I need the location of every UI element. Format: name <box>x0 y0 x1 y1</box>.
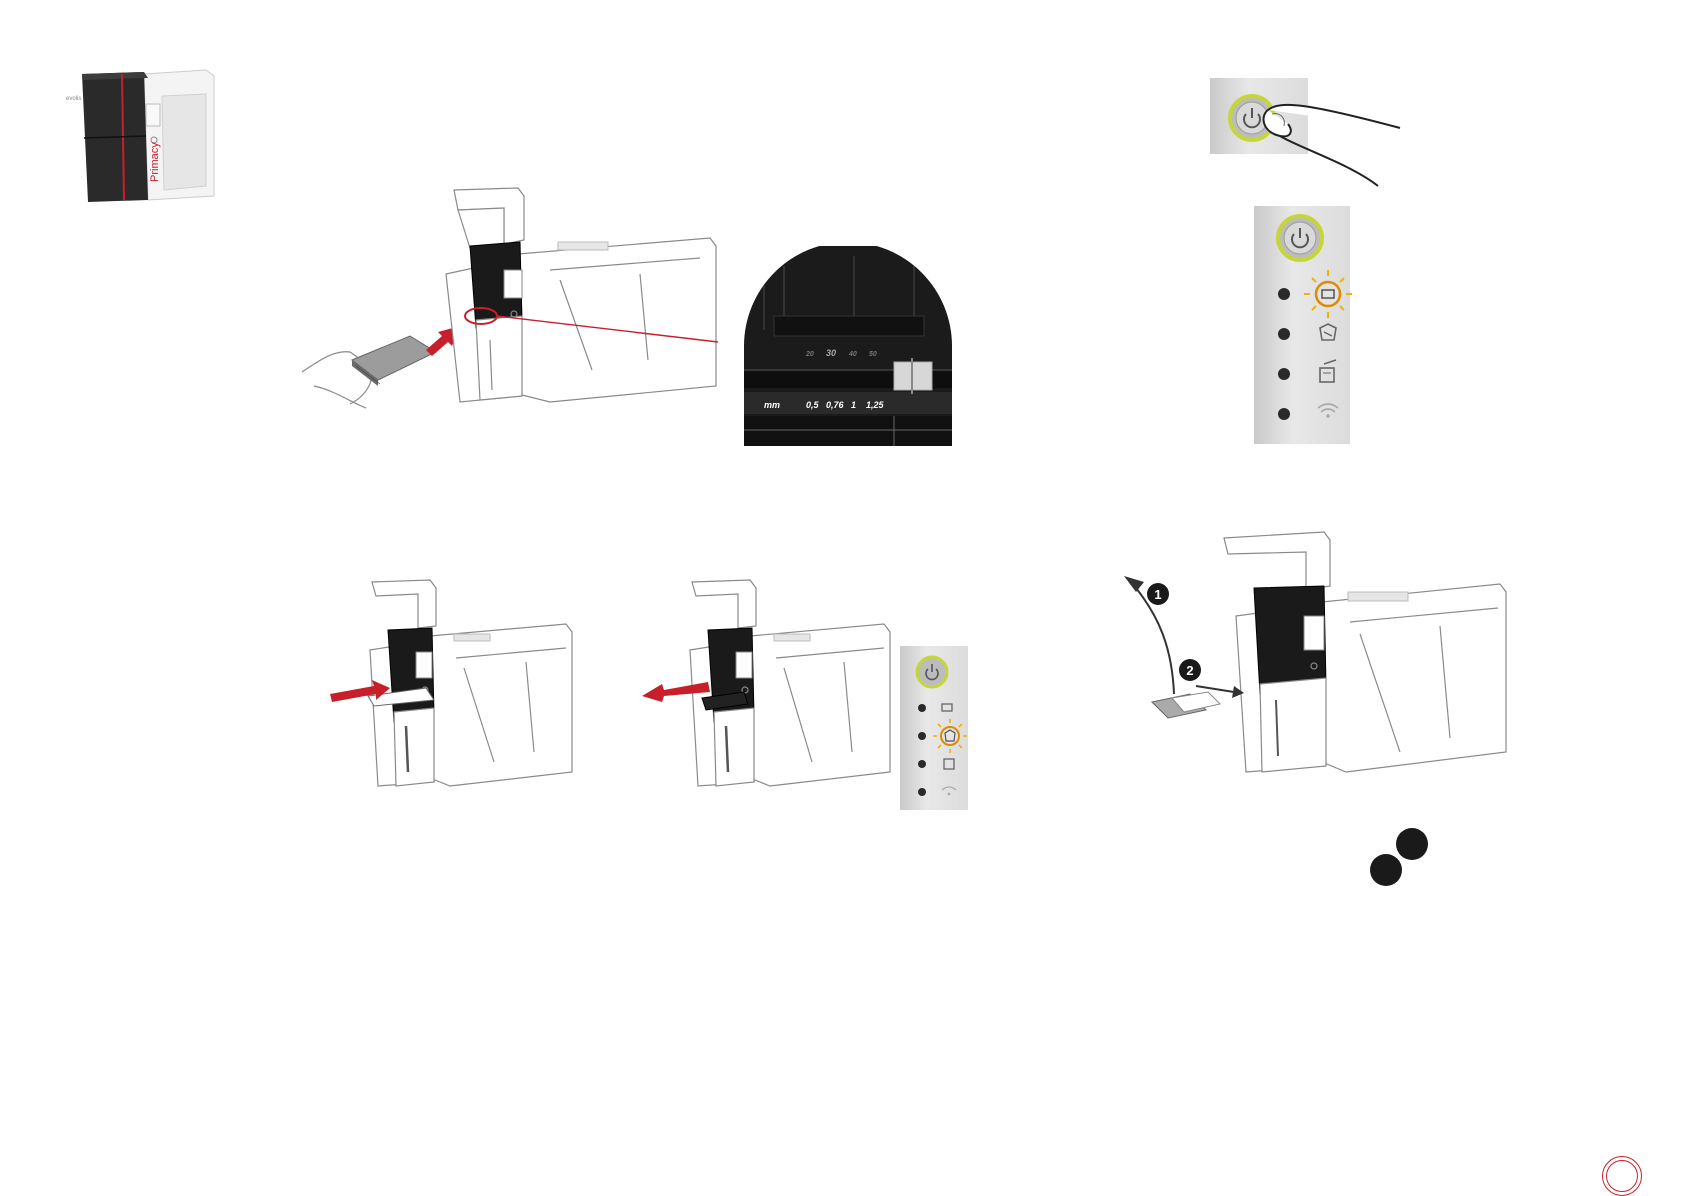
card-icon <box>942 704 952 711</box>
step-2-badge: 2 <box>1179 659 1201 681</box>
thickness-lever-zoom: mm 0,5 0,76 1 1,25 20 30 40 50 <box>744 246 952 446</box>
printer-photo: Primacy evolis <box>66 66 218 206</box>
product-name-label: Primacy <box>149 142 161 182</box>
control-panel-large <box>1254 206 1350 444</box>
led-ribbon <box>918 732 926 740</box>
printer-error-icon <box>944 759 954 769</box>
svg-text:2: 2 <box>1186 663 1193 678</box>
press-power-button-illustration <box>1210 78 1410 190</box>
wifi-icon <box>1318 404 1338 418</box>
ribbon-icon <box>1320 324 1336 340</box>
led-wifi <box>1278 408 1290 420</box>
finger <box>1264 105 1400 186</box>
led-printer <box>918 760 926 768</box>
decorative-dots <box>1370 826 1434 888</box>
led-printer <box>1278 368 1290 380</box>
hand-holding-card <box>302 336 436 408</box>
peel-and-feed-illustration: 1 2 <box>1110 526 1520 808</box>
led-card <box>918 704 926 712</box>
control-panel-small <box>900 646 968 810</box>
printer-error-icon <box>1320 360 1336 382</box>
ribbon-icon-blinking <box>933 719 967 753</box>
card-icon-blinking <box>1304 270 1352 318</box>
insert-card-illustration <box>300 190 740 440</box>
thickness-value-1: 0,5 <box>806 400 820 410</box>
led-wifi <box>918 788 926 796</box>
page-number-badge <box>1602 1156 1642 1196</box>
thickness-value-4: 1,25 <box>866 400 885 410</box>
svg-text:1: 1 <box>1154 587 1161 602</box>
step-1-badge: 1 <box>1147 583 1169 605</box>
unit-label: mm <box>764 400 780 410</box>
top-value-2: 30 <box>826 348 836 358</box>
top-value-4: 50 <box>869 351 877 358</box>
top-value-1: 20 <box>805 351 814 358</box>
thickness-value-2: 0,76 <box>826 400 845 410</box>
wifi-icon <box>942 787 956 795</box>
svg-text:evolis: evolis <box>66 96 81 102</box>
led-ribbon <box>1278 328 1290 340</box>
printer-open-cover <box>446 188 716 402</box>
top-value-3: 40 <box>848 351 857 358</box>
card-feeding-illustration <box>330 576 580 798</box>
led-card <box>1278 288 1290 300</box>
thickness-value-3: 1 <box>851 400 856 410</box>
